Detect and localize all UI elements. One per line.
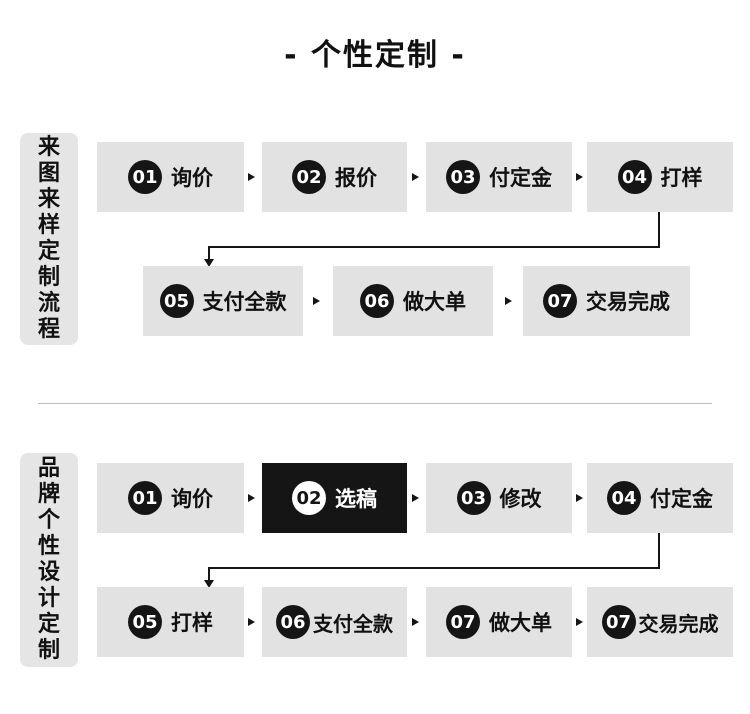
step-number: 05 xyxy=(128,605,162,639)
connector-line xyxy=(208,246,210,260)
flow-1-step-7: 07 交易完成 xyxy=(523,266,690,336)
step-label: 交易完成 xyxy=(586,290,670,314)
arrow-right-icon xyxy=(412,618,419,626)
flow-2-step-1: 01 询价 xyxy=(97,463,244,533)
step-number: 04 xyxy=(617,160,652,194)
flow-2-side-label: 品 牌 个 性 设 计 定 制 xyxy=(20,453,78,667)
arrow-down-icon xyxy=(204,259,214,267)
step-label: 付定金 xyxy=(489,166,552,190)
arrow-right-icon xyxy=(248,494,255,502)
side-char: 程 xyxy=(37,317,60,342)
flow-1-step-6: 06 做大单 xyxy=(333,266,493,336)
side-char: 流 xyxy=(37,291,60,316)
step-number: 07 xyxy=(543,284,577,318)
side-char: 计 xyxy=(37,586,60,611)
step-number: 01 xyxy=(128,160,162,194)
step-label: 修改 xyxy=(499,487,542,511)
flow-1-step-2: 02 报价 xyxy=(262,142,407,212)
step-number: 04 xyxy=(607,481,641,515)
step-number: 03 xyxy=(456,481,491,515)
side-char: 来 xyxy=(37,135,60,160)
side-char: 来 xyxy=(37,187,60,212)
step-label: 打样 xyxy=(171,611,213,635)
step-label: 打样 xyxy=(660,166,703,190)
arrow-right-icon xyxy=(576,494,583,502)
connector-line xyxy=(658,212,660,248)
step-label: 选稿 xyxy=(335,487,377,511)
connector-line xyxy=(658,533,660,569)
side-char: 性 xyxy=(37,534,60,559)
step-number: 03 xyxy=(446,160,480,194)
arrow-right-icon xyxy=(412,173,419,181)
arrow-right-icon xyxy=(576,173,583,181)
flow-2-step-5: 05 打样 xyxy=(97,587,244,657)
section-divider xyxy=(38,403,712,404)
connector-line xyxy=(208,567,660,569)
side-char: 个 xyxy=(37,508,60,533)
connector-line xyxy=(208,567,210,581)
flow-2-step-2-active: 02 选稿 xyxy=(262,463,407,533)
step-number: 06 xyxy=(276,605,310,639)
arrow-right-icon xyxy=(248,618,255,626)
flow-1-side-label: 来 图 来 样 定 制 流 程 xyxy=(20,133,78,345)
side-char: 定 xyxy=(37,239,60,264)
side-char: 定 xyxy=(37,612,60,637)
flow-1-step-5: 05 支付全款 xyxy=(143,266,303,336)
step-label: 询价 xyxy=(171,166,213,190)
step-label: 交易完成 xyxy=(638,611,719,636)
arrow-right-icon xyxy=(248,173,255,181)
flow-2-step-4: 04 付定金 xyxy=(587,463,733,533)
side-char: 样 xyxy=(37,213,60,238)
step-label: 做大单 xyxy=(489,611,552,635)
step-number: 07 xyxy=(446,605,480,639)
flow-2-step-8: 07 交易完成 xyxy=(587,587,733,657)
step-label: 做大单 xyxy=(403,290,466,314)
side-char: 制 xyxy=(37,638,60,663)
flow-2-step-7: 07 做大单 xyxy=(426,587,572,657)
flow-1-step-4: 04 打样 xyxy=(587,142,733,212)
flow-2-step-3: 03 修改 xyxy=(426,463,572,533)
step-number: 02 xyxy=(292,160,326,194)
arrow-down-icon xyxy=(204,580,214,588)
arrow-right-icon xyxy=(412,494,419,502)
step-number: 05 xyxy=(159,284,194,318)
connector-line xyxy=(208,246,660,248)
arrow-right-icon xyxy=(576,618,583,626)
step-label: 询价 xyxy=(171,487,213,511)
side-char: 图 xyxy=(37,161,60,186)
page-title: - 个性定制 - xyxy=(284,38,466,73)
flow-1-step-3: 03 付定金 xyxy=(426,142,572,212)
flow-2-step-6: 06 支付全款 xyxy=(262,587,407,657)
step-number: 02 xyxy=(292,481,326,515)
step-label: 支付全款 xyxy=(202,290,287,314)
step-label: 付定金 xyxy=(650,487,713,511)
arrow-right-icon xyxy=(313,297,320,305)
side-char: 牌 xyxy=(37,482,60,507)
step-number: 01 xyxy=(128,481,162,515)
arrow-right-icon xyxy=(505,297,512,305)
step-label: 支付全款 xyxy=(313,611,393,636)
step-number: 06 xyxy=(360,284,394,318)
step-label: 报价 xyxy=(335,166,377,190)
side-char: 制 xyxy=(37,265,60,290)
side-char: 品 xyxy=(37,456,60,481)
side-char: 设 xyxy=(37,560,60,585)
step-number: 07 xyxy=(601,605,636,639)
flow-1-step-1: 01 询价 xyxy=(97,142,244,212)
